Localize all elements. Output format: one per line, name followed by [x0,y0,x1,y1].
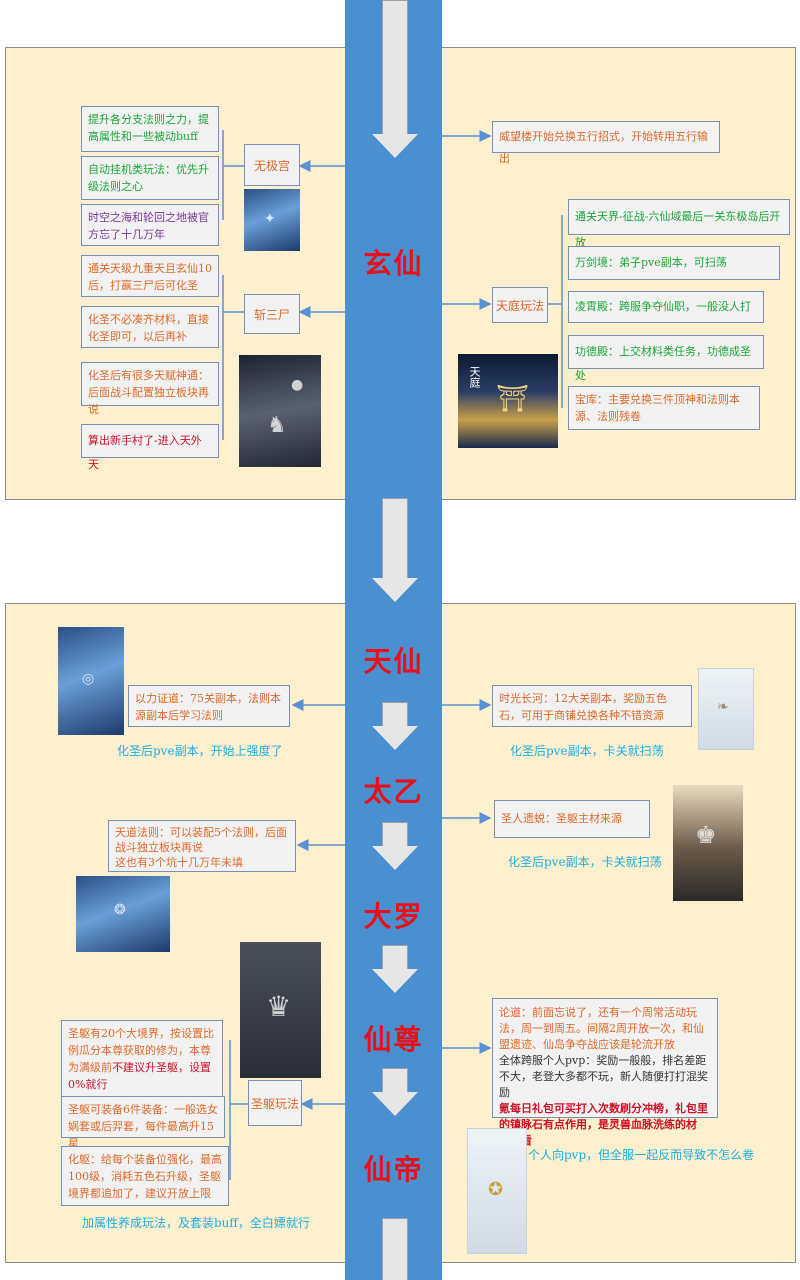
yilizhengdao-box: 以力证道：75关副本，法则本源副本后学习法则 [128,685,290,727]
stage-taiyi: 太乙 [363,775,424,808]
wujigong-screenshot: ✦ [244,189,300,251]
shengqu-character-image: ♛ [240,942,321,1078]
right-caption-1: 化圣后pve副本，卡关就扫荡 [510,744,664,758]
shengqu-box-3: 化躯：给每个装备位强化，最高100级，消耗五色石升级，圣躯境界都追加了，建议开放… [61,1146,229,1206]
shengren-box: 圣人遗蜕：圣躯主材来源 [494,800,650,838]
zhansanshi-screenshot: ● ♞ [239,355,321,467]
lundao-pvp-text: 全体跨服个人pvp：奖励一般般，排名差距不大，老登大多都不玩，新人随便打打混奖励 [499,1054,708,1099]
right-caption-2: 化圣后pve副本，卡关就扫荡 [508,855,662,869]
ring-icon: ❂ [114,902,126,918]
shiguang-box: 时光长河：12大关副本，奖励五色石，可用于商铺兑换各种不错资源 [492,685,692,727]
flow-arrow-6 [372,1068,418,1116]
wuji-box-2: 自动挂机类玩法：优先升级法则之心 [81,156,219,200]
moon-icon: ● [291,377,304,393]
tianting-box-4: 功德殿：上交材料类任务，功德成圣处 [568,335,764,382]
tianting-palace-image: 天庭 ⛩ [458,354,558,448]
shengqu-box-1-text: 圣躯有20个大境界，按设置比例瓜分本尊获取的修为，本尊为满级前 [68,1027,214,1074]
sage-icon: ♚ [695,821,717,849]
right-caption-3: 个人向pvp，但全服一起反而导致不怎么卷 [528,1148,755,1162]
shengqu-box-1-warning: 不建议升圣躯，设置0%就行 [68,1061,211,1091]
shengqu-box-2: 圣躯可装备6件装备：一般选女娲套或后羿套，每件最高升15星 [61,1096,225,1150]
lundao-screenshot: ✪ [467,1128,527,1254]
stage-xuanxian: 玄仙 [363,247,424,280]
shengqu-box-1: 圣躯有20个大境界，按设置比例瓜分本尊获取的修为，本尊为满级前不建议升圣躯，设置… [61,1020,223,1100]
medal-icon: ✪ [488,1179,504,1200]
circle-icon: ◎ [82,671,95,687]
zhan-box-1: 通关天级九重天且玄仙10后，打赢三尸后可化圣 [81,255,219,297]
flow-arrow-4 [372,822,418,870]
hub-wujigong: 无极宫 [244,144,300,186]
tianting-box-2: 万剑境：弟子pve副本，可扫荡 [568,246,780,280]
hub-zhansanshi: 斩三尸 [244,294,300,334]
tianting-box-1: 通关天界-征战-六仙域最后一关东极岛后开放 [568,199,790,249]
tiandao-box: 天道法则：可以装配5个法则，后面战斗独立板块再说 这也有3个坑十几万年未填 [108,820,296,872]
yilizhengdao-screenshot: ◎ [58,627,124,735]
zhan-box-2: 化圣不必凑齐材料，直接化圣即可，以后再补 [81,306,219,348]
star-icon: ✦ [264,211,276,227]
tiandao-text: 天道法则：可以装配5个法则，后面战斗独立板块再说 这也有3个坑十几万年未填 [115,826,287,869]
tianting-box-3: 凌霄殿：跨服争夺仙职，一般没人打 [568,291,764,323]
zhan-box-3: 化圣后有很多天赋神通：后面战斗配置独立板块再说 [81,362,219,416]
wuji-box-1: 提升各分支法则之力，提高属性和一些被动buff [81,106,219,152]
flow-arrow-2 [372,498,418,602]
hub-shengqu: 圣躯玩法 [248,1080,302,1126]
palace-icon: ⛩ [496,384,530,414]
hub-tianting: 天庭玩法 [492,287,548,323]
lundao-box: 论道：前面忘说了，还有一个周常活动玩法，周一到周五。间隔2周开放一次，和仙盟遗迹… [492,998,718,1147]
progression-spine [345,0,442,1280]
flow-arrow-5 [372,945,418,993]
stage-tianxian: 天仙 [363,645,424,678]
weiwang-box: 威望楼开始兑换五行招式，开始转用五行输出 [492,121,720,165]
left-caption-2: 加属性养成玩法，及套装buff，全白嫖就行 [82,1216,310,1230]
wuji-box-3: 时空之海和轮回之地被官方忘了十几万年 [81,204,219,246]
lundao-pay-text: 氪每日礼包可买打入次数刷分冲榜，礼包里的镇脉石有点作用，是灵兽血脉洗练的材料，看 [499,1102,708,1147]
shiguang-screenshot: ❧ [698,668,754,750]
lundao-text: 论道：前面忘说了，还有一个周常活动玩法，周一到周五。间隔2周开放一次，和仙盟遗迹… [499,1006,704,1051]
tiandao-screenshot: ❂ [76,876,170,952]
left-caption-1: 化圣后pve副本，开始上强度了 [117,744,283,758]
shengren-screenshot: ♚ [673,785,743,901]
flow-arrow-1 [372,0,418,160]
stage-daluo: 大罗 [363,900,424,933]
zhan-box-4: 算出新手村了-进入天外天 [81,424,219,471]
stage-xiandi: 仙帝 [363,1153,424,1186]
leaf-icon: ❧ [717,699,729,715]
flow-arrow-3 [372,702,418,750]
flow-arrow-7 [372,1218,418,1280]
palace-label: 天庭 [468,366,481,388]
figure-icon: ♞ [267,413,287,438]
tianting-box-5: 宝库：主要兑换三件顶神和法则本源、法则残卷 [568,386,760,430]
character-icon: ♛ [266,990,292,1023]
stage-xianzun: 仙尊 [363,1023,424,1056]
